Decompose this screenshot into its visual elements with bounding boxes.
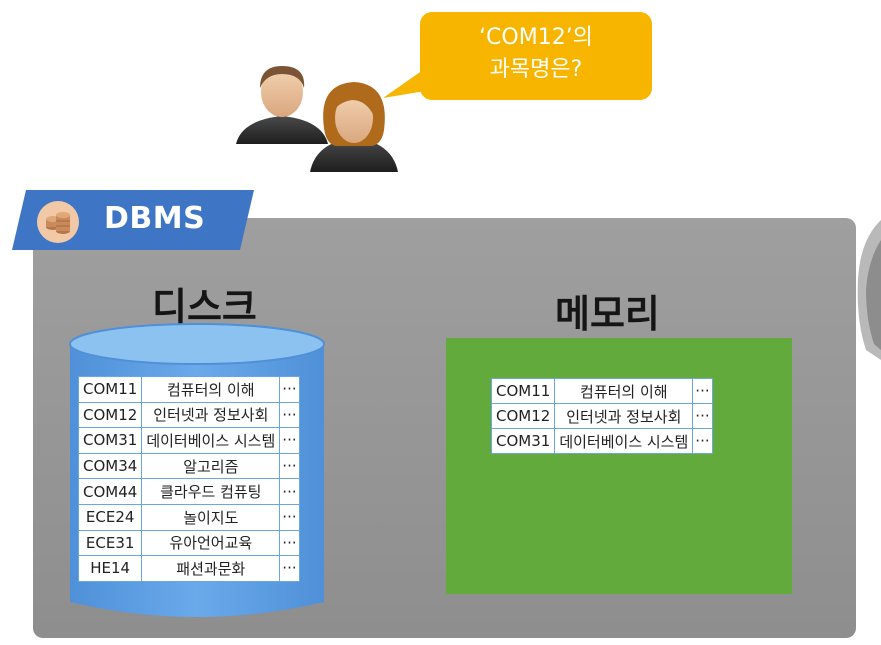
bubble-line-1: ‘COM12’의 xyxy=(479,25,593,50)
course-code: COM11 xyxy=(490,378,556,404)
course-name: 인터넷과 정보사회 xyxy=(141,401,281,429)
presenter-figure xyxy=(857,220,881,360)
course-name: 패션과문화 xyxy=(141,555,281,582)
course-code: HE14 xyxy=(77,555,143,582)
disk-title: 디스크 xyxy=(152,285,257,329)
table-row: COM11 컴퓨터의 이해 ··· xyxy=(490,378,713,404)
table-row: COM31 데이터베이스 시스템 ··· xyxy=(77,427,300,454)
more-cell: ··· xyxy=(279,452,300,480)
more-cell: ··· xyxy=(279,427,300,454)
more-cell: ··· xyxy=(279,478,300,505)
more-cell: ··· xyxy=(279,401,300,429)
table-row: ECE24 놀이지도 ··· xyxy=(77,503,300,531)
table-row: COM12 인터넷과 정보사회 ··· xyxy=(490,403,713,429)
more-cell: ··· xyxy=(279,529,300,557)
bubble-line-2: 과목명은? xyxy=(489,57,583,82)
disk-table: COM11 컴퓨터의 이해 ··· COM12 인터넷과 정보사회 ··· CO… xyxy=(77,376,300,582)
course-code: ECE24 xyxy=(77,503,143,531)
table-row: COM12 인터넷과 정보사회 ··· xyxy=(77,401,300,429)
course-code: COM34 xyxy=(77,452,143,480)
table-row: HE14 패션과문화 ··· xyxy=(77,555,300,582)
memory-box xyxy=(446,338,792,594)
course-code: COM12 xyxy=(490,403,556,429)
speech-bubble-text: ‘COM12’의 과목명은? xyxy=(420,22,652,86)
table-row: COM11 컴퓨터의 이해 ··· xyxy=(77,376,300,403)
table-row: COM44 클라우드 컴퓨팅 ··· xyxy=(77,478,300,505)
course-name: 컴퓨터의 이해 xyxy=(141,376,281,403)
more-cell: ··· xyxy=(279,376,300,403)
memory-table: COM11 컴퓨터의 이해 ··· COM12 인터넷과 정보사회 ··· CO… xyxy=(490,378,713,454)
users-icon xyxy=(236,66,398,172)
course-code: COM11 xyxy=(77,376,143,403)
course-code: COM12 xyxy=(77,401,143,429)
course-name: 클라우드 컴퓨팅 xyxy=(141,478,281,505)
course-name: 데이터베이스 시스템 xyxy=(554,428,694,454)
more-cell: ··· xyxy=(692,403,713,429)
database-coins-icon xyxy=(37,201,79,243)
course-code: ECE31 xyxy=(77,529,143,557)
table-row: COM31 데이터베이스 시스템 ··· xyxy=(490,428,713,454)
table-row: ECE31 유아언어교육 ··· xyxy=(77,529,300,557)
course-name: 데이터베이스 시스템 xyxy=(141,427,281,454)
course-code: COM31 xyxy=(490,428,556,454)
more-cell: ··· xyxy=(692,428,713,454)
dbms-label: DBMS xyxy=(104,201,206,236)
course-name: 놀이지도 xyxy=(141,503,281,531)
course-name: 알고리즘 xyxy=(141,452,281,480)
course-name: 컴퓨터의 이해 xyxy=(554,378,694,404)
course-code: COM44 xyxy=(77,478,143,505)
course-name: 인터넷과 정보사회 xyxy=(554,403,694,429)
memory-title: 메모리 xyxy=(555,292,660,336)
more-cell: ··· xyxy=(279,555,300,582)
course-code: COM31 xyxy=(77,427,143,454)
more-cell: ··· xyxy=(279,503,300,531)
more-cell: ··· xyxy=(692,378,713,404)
table-row: COM34 알고리즘 ··· xyxy=(77,452,300,480)
course-name: 유아언어교육 xyxy=(141,529,281,557)
speech-bubble xyxy=(420,12,652,100)
